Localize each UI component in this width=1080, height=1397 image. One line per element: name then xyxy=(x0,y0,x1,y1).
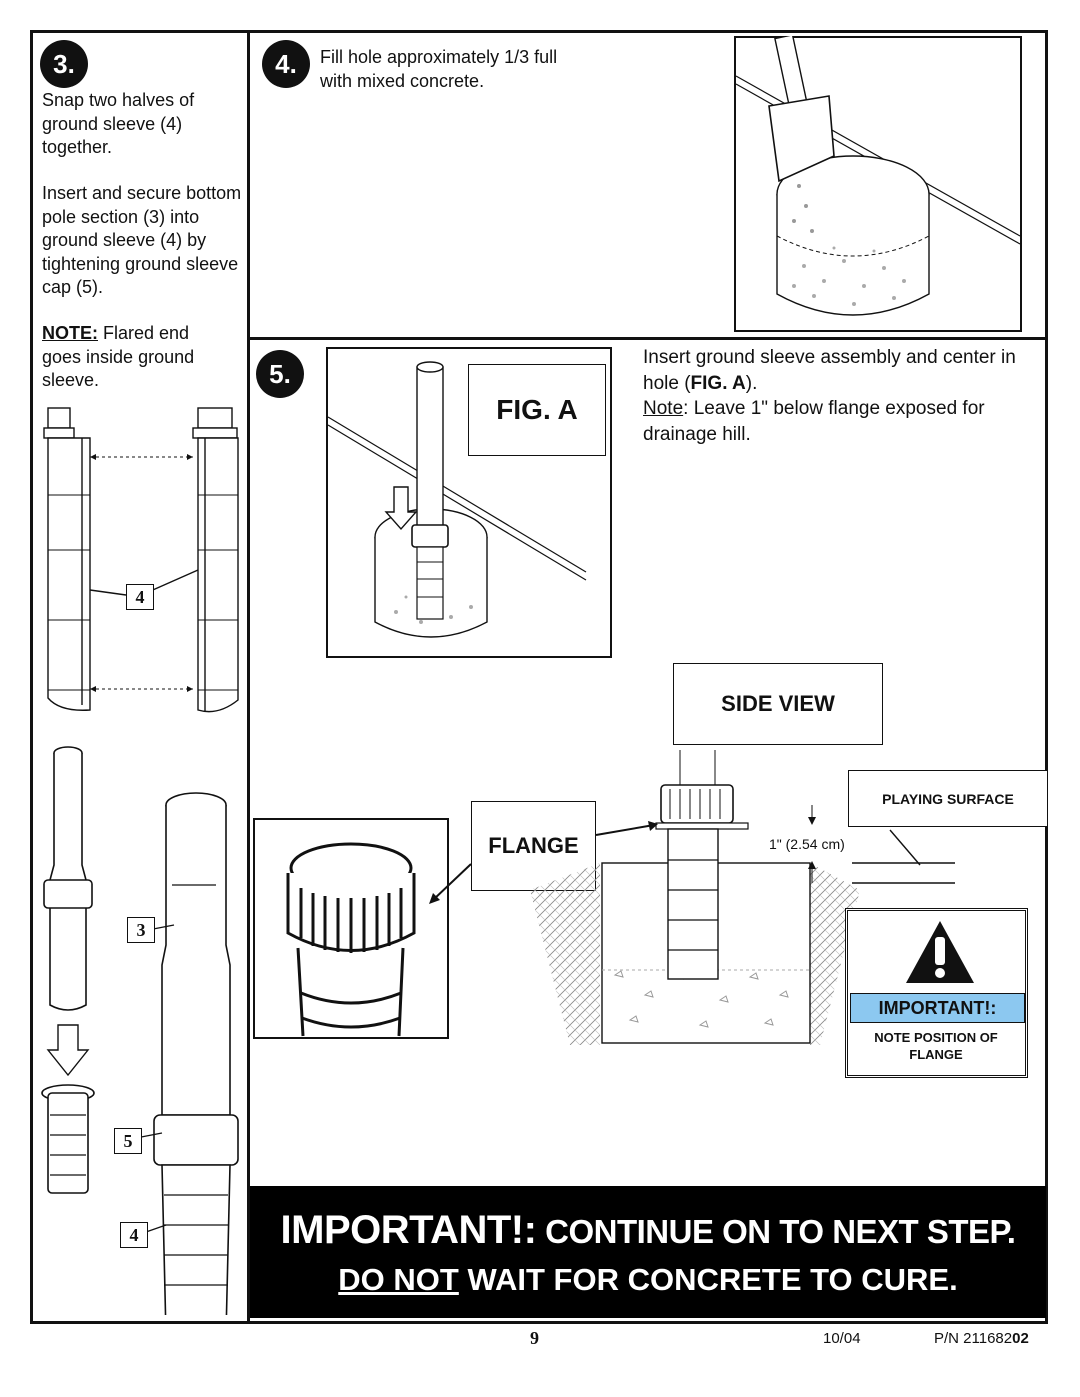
step-5-note-label: Note xyxy=(643,398,684,419)
footer-date: 10/04 xyxy=(823,1330,861,1347)
row-divider xyxy=(249,337,1048,340)
pole-and-sleeve-illustration xyxy=(41,746,239,1315)
step-3-text-1: Snap two halves of ground sleeve (4) tog… xyxy=(42,90,195,157)
banner-continue: CONTINUE ON TO NEXT STEP. xyxy=(536,1213,1016,1250)
important-note: NOTE POSITION OF FLANGE xyxy=(874,1030,998,1062)
footer-part-suffix: 02 xyxy=(1012,1330,1029,1347)
callout-3-pole: 3 xyxy=(127,917,155,943)
callout-5-cap: 5 xyxy=(114,1128,142,1154)
step-5-text-fig: FIG. A xyxy=(690,372,746,394)
page-number: 9 xyxy=(530,1328,539,1348)
warning-triangle-icon xyxy=(906,921,974,983)
step-4-number: 4. xyxy=(262,40,310,88)
warning-sign: IMPORTANT!: NOTE POSITION OF FLANGE xyxy=(845,908,1028,1078)
ground-sleeve-halves-illustration xyxy=(43,407,239,713)
flange-label: FLANGE xyxy=(471,801,596,891)
step-3-number: 3. xyxy=(40,40,88,88)
dimension-label: 1" (2.54 cm) xyxy=(769,836,845,852)
step-5-text: Insert ground sleeve assembly and center… xyxy=(643,345,1043,447)
step-3-text-2: Insert and secure bottom pole section (3… xyxy=(42,183,242,297)
step-3-note-text: Flared end goes inside ground sleeve. xyxy=(42,323,195,390)
playing-surface-pointer xyxy=(852,829,955,884)
banner-line-2: DO NOT WAIT FOR CONCRETE TO CURE. xyxy=(250,1262,1046,1298)
step-5-text-b: ). xyxy=(745,372,758,394)
footer-part-number: P/N 21168202 xyxy=(934,1330,1029,1347)
step-5-note-text: : Leave 1" below flange exposed for drai… xyxy=(643,398,985,445)
footer-part-prefix: P/N 211682 xyxy=(934,1330,1013,1347)
important-label: IMPORTANT!: xyxy=(850,993,1025,1023)
step-5-text-a: Insert ground sleeve assembly and center… xyxy=(643,347,1016,394)
page-frame xyxy=(30,30,1048,1324)
side-view-diagram xyxy=(530,750,860,1045)
step-3-note-label: NOTE: xyxy=(42,323,98,343)
playing-surface-label: PLAYING SURFACE xyxy=(848,770,1048,827)
banner-wait: WAIT FOR CONCRETE TO CURE. xyxy=(458,1262,958,1297)
step-4-text: Fill hole approximately 1/3 full with mi… xyxy=(320,47,558,91)
banner-important: IMPORTANT!: xyxy=(280,1208,537,1252)
concrete-fill-illustration xyxy=(734,36,1022,332)
callout-4-sleeve-halves: 4 xyxy=(126,584,154,610)
fig-a-label: FIG. A xyxy=(468,364,606,456)
important-banner: IMPORTANT!: CONTINUE ON TO NEXT STEP. DO… xyxy=(250,1186,1046,1318)
flange-arrow xyxy=(429,863,472,904)
flange-closeup-illustration xyxy=(253,818,449,1039)
step-3-note: NOTE: Flared end goes inside ground slee… xyxy=(42,322,232,393)
step-5-number: 5. xyxy=(256,350,304,398)
banner-line-1: IMPORTANT!: CONTINUE ON TO NEXT STEP. xyxy=(250,1208,1046,1253)
banner-do-not: DO NOT xyxy=(338,1262,459,1297)
column-divider xyxy=(247,30,250,1324)
side-view-label: SIDE VIEW xyxy=(673,663,883,745)
callout-4-sleeve: 4 xyxy=(120,1222,148,1248)
